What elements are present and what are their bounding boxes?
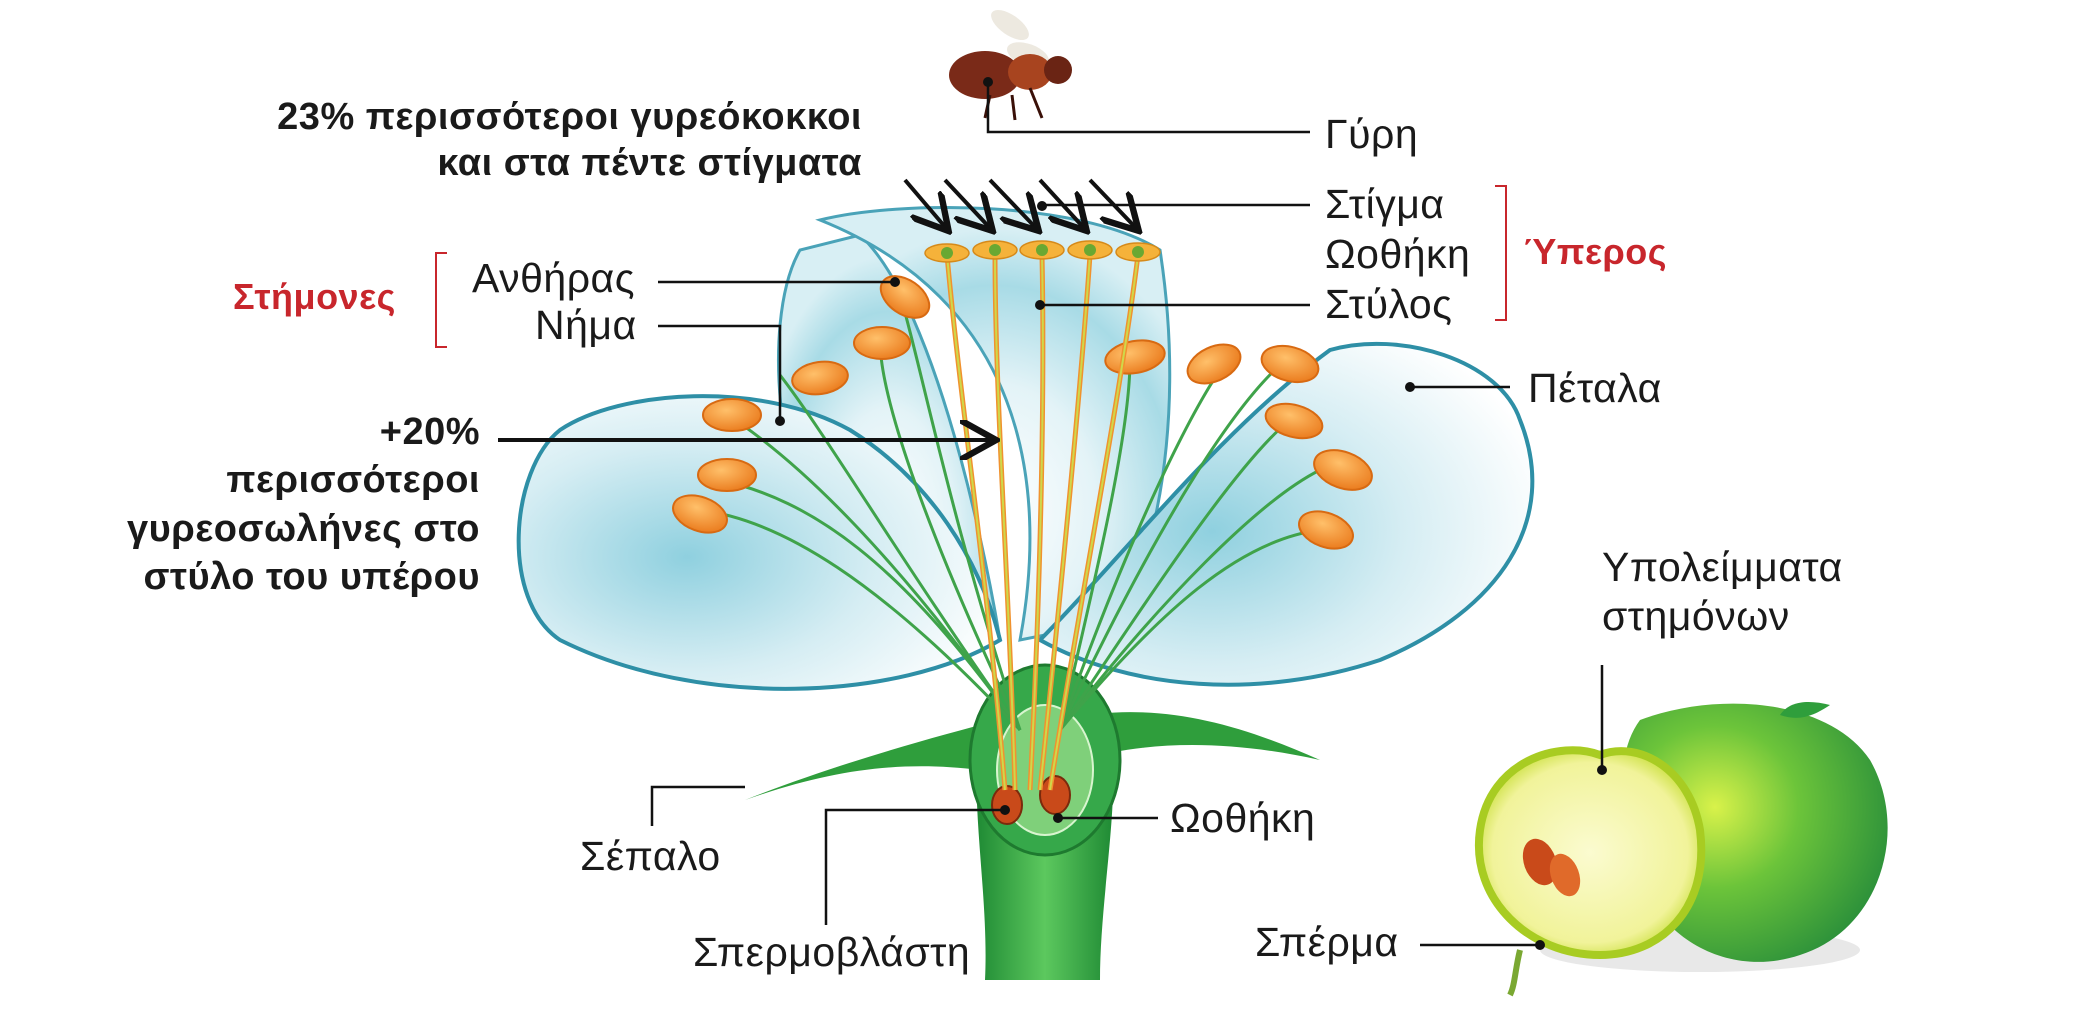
styles-inner <box>946 254 1139 791</box>
ovule-right <box>1039 775 1071 815</box>
line-pollen <box>986 82 1310 134</box>
line-sepal <box>650 785 745 826</box>
bee-icon <box>949 9 1072 121</box>
line-ovule <box>824 808 1005 925</box>
anther <box>672 494 728 534</box>
label-ovule: Σπερμοβλάστη <box>693 929 971 975</box>
anther <box>1260 344 1320 384</box>
style-note-line: περισσότεροι <box>226 459 480 502</box>
anther <box>853 326 911 360</box>
label-style: Στύλος <box>1325 281 1453 327</box>
label-seed: Σπέρμα <box>1255 919 1399 965</box>
line-stigma <box>1040 203 1310 207</box>
label-stigma: Στίγμα <box>1325 181 1445 227</box>
leader-lines <box>498 82 1604 947</box>
label-stamen-remains-line: στημόνων <box>1602 593 1790 640</box>
petal-right <box>1036 341 1535 687</box>
label-anther: Ανθήρας <box>472 255 635 301</box>
anther <box>1298 510 1354 550</box>
style-note: +20% περισσότεροι γυρεοσωλήνες στο στύλο… <box>80 408 480 601</box>
anther <box>1313 449 1373 491</box>
label-petals: Πέταλα <box>1528 365 1662 411</box>
label-stamen-remains: Υπολείμματα στημόνων <box>1602 543 1843 641</box>
anther <box>791 360 849 396</box>
group-label-stamens: Στήμονες <box>233 276 396 317</box>
stigmas <box>924 240 1161 263</box>
anther <box>697 458 757 492</box>
label-filament: Νήμα <box>535 302 637 348</box>
stigmas-note: 23% περισσότεροι γυρεόκοκκοι και στα πέν… <box>200 95 862 186</box>
pistil-bracket <box>1495 185 1507 321</box>
petal-left <box>516 394 1003 691</box>
anther <box>1264 402 1324 440</box>
label-ovary-upper: Ωοθήκη <box>1325 231 1471 277</box>
stigmas-note-line: 23% περισσότεροι γυρεόκοκκοι <box>277 96 862 138</box>
label-sepal: Σέπαλο <box>580 833 721 879</box>
line-filament <box>658 324 782 421</box>
stigmas-note-line: και στα πέντε στίγματα <box>437 141 862 184</box>
anther <box>702 398 762 432</box>
stamens-bracket <box>435 252 447 348</box>
style-note-line: στύλο του υπέρου <box>143 555 480 598</box>
label-ovary-lower: Ωοθήκη <box>1170 795 1316 841</box>
group-label-pistil: Ύπερος <box>1523 231 1668 272</box>
ovule-left <box>991 785 1023 825</box>
petals <box>516 206 1535 691</box>
sepal-left <box>745 720 1000 800</box>
apple-illustration <box>1474 702 1888 997</box>
style-note-line: γυρεοσωλήνες στο <box>126 507 480 550</box>
style-note-line: +20% <box>379 411 480 453</box>
sepal-right <box>1060 712 1320 760</box>
label-pollen: Γύρη <box>1325 111 1419 157</box>
label-stamen-remains-line: Υπολείμματα <box>1602 544 1843 590</box>
anther <box>1186 343 1242 385</box>
